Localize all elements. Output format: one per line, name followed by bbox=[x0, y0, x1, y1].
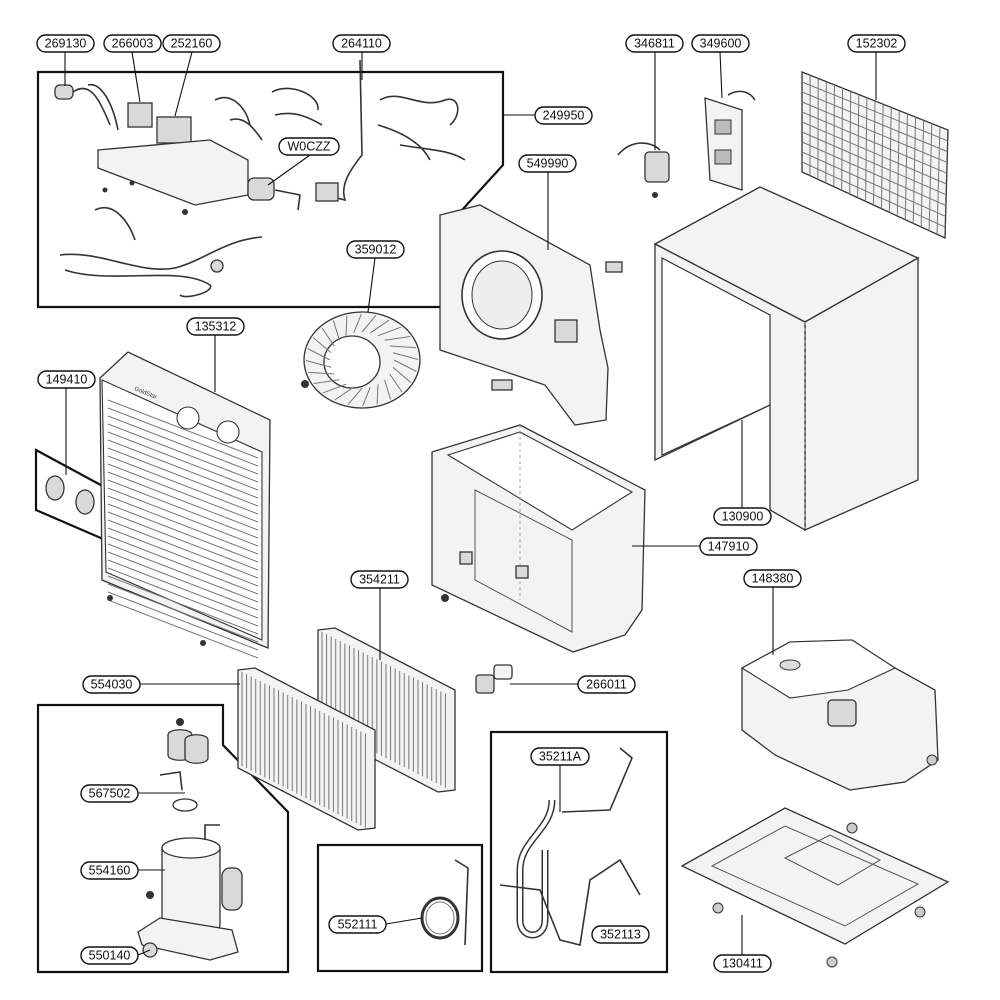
capillary-tube-552111 bbox=[420, 859, 469, 946]
svg-text:567502: 567502 bbox=[89, 787, 131, 801]
callout-550140: 550140 bbox=[80, 946, 139, 965]
base-plate-130411 bbox=[680, 807, 950, 968]
float-switch-266011 bbox=[475, 664, 513, 694]
relay-266003 bbox=[127, 102, 153, 128]
callout-149410: 149410 bbox=[37, 370, 96, 389]
drain-tube-group-box bbox=[489, 730, 669, 974]
callout-269130: 269130 bbox=[36, 34, 95, 53]
callout-labels: 269130 266003 252160 264110 346811 34960… bbox=[36, 34, 906, 973]
svg-text:269130: 269130 bbox=[45, 37, 87, 51]
callout-147910: 147910 bbox=[699, 537, 758, 556]
fan-housing-549990 bbox=[439, 204, 623, 426]
drain-pan-147910 bbox=[431, 424, 646, 653]
callout-266011: 266011 bbox=[577, 675, 636, 694]
svg-text:354211: 354211 bbox=[359, 573, 400, 587]
svg-text:554160: 554160 bbox=[89, 864, 131, 878]
callout-266003: 266003 bbox=[103, 34, 162, 53]
callout-152302: 152302 bbox=[847, 34, 906, 53]
svg-text:130411: 130411 bbox=[722, 957, 763, 971]
svg-text:266003: 266003 bbox=[112, 37, 154, 51]
callout-w0czz: W0CZZ bbox=[278, 137, 340, 156]
control-knobs-149410 bbox=[45, 475, 95, 515]
svg-text:147910: 147910 bbox=[708, 540, 750, 554]
front-panel-135312: GoldStar bbox=[99, 351, 271, 659]
callout-148380: 148380 bbox=[743, 569, 802, 588]
leader-lines bbox=[64, 51, 877, 956]
callout-352113: 352113 bbox=[591, 925, 650, 944]
compressor-group-box bbox=[36, 703, 290, 974]
humidity-knob-face bbox=[216, 420, 240, 444]
drain-tubes bbox=[499, 747, 641, 946]
callout-567502: 567502 bbox=[80, 784, 139, 803]
svg-text:359012: 359012 bbox=[355, 243, 397, 257]
svg-text:552111: 552111 bbox=[338, 918, 378, 932]
callout-359012: 359012 bbox=[346, 240, 405, 259]
control-bracket bbox=[97, 139, 249, 206]
louver-motor-346811 bbox=[617, 142, 670, 198]
blower-wheel-359012 bbox=[301, 311, 421, 409]
accumulator bbox=[221, 867, 243, 911]
terminal-block-252160 bbox=[156, 116, 192, 144]
water-bucket-148380 bbox=[740, 639, 939, 791]
wiring-kit-parts bbox=[54, 59, 466, 298]
callout-552111: 552111 bbox=[328, 915, 387, 934]
svg-text:152302: 152302 bbox=[856, 37, 898, 51]
svg-text:349600: 349600 bbox=[700, 37, 742, 51]
callout-264110: 264110 bbox=[332, 34, 391, 53]
svg-text:550140: 550140 bbox=[89, 949, 131, 963]
callout-554160: 554160 bbox=[80, 861, 139, 880]
callout-346811: 346811 bbox=[625, 34, 684, 53]
thermostat-sensor bbox=[210, 259, 224, 273]
tube-group-box bbox=[316, 843, 484, 973]
svg-text:149410: 149410 bbox=[46, 373, 88, 387]
callout-549990: 549990 bbox=[518, 154, 577, 173]
power-plug bbox=[315, 182, 339, 202]
svg-text:352113: 352113 bbox=[600, 928, 641, 942]
callout-130411: 130411 bbox=[713, 954, 772, 973]
callout-349600: 349600 bbox=[691, 34, 750, 53]
callout-252160: 252160 bbox=[162, 34, 221, 53]
svg-text:W0CZZ: W0CZZ bbox=[287, 140, 330, 154]
svg-text:35211A: 35211A bbox=[539, 750, 582, 764]
callout-554030: 554030 bbox=[82, 675, 141, 694]
svg-text:130900: 130900 bbox=[722, 510, 764, 524]
svg-text:252160: 252160 bbox=[171, 37, 213, 51]
svg-text:266011: 266011 bbox=[586, 678, 627, 692]
callout-354211: 354211 bbox=[350, 570, 409, 589]
front-knobs-group-box bbox=[34, 448, 112, 544]
callout-130900: 130900 bbox=[713, 507, 772, 526]
fan-knob-face bbox=[176, 406, 200, 430]
svg-text:549990: 549990 bbox=[527, 157, 569, 171]
svg-text:554030: 554030 bbox=[91, 678, 133, 692]
svg-text:249950: 249950 bbox=[543, 109, 585, 123]
cabinet-130900 bbox=[653, 186, 920, 532]
louver-bracket-349600 bbox=[704, 90, 756, 191]
svg-text:135312: 135312 bbox=[195, 320, 237, 334]
svg-text:148380: 148380 bbox=[752, 572, 794, 586]
callout-35211a: 35211A bbox=[530, 747, 590, 766]
thermistor-plug bbox=[54, 84, 74, 100]
callout-249950: 249950 bbox=[534, 106, 593, 125]
callout-135312: 135312 bbox=[186, 317, 245, 336]
svg-text:264110: 264110 bbox=[341, 37, 382, 51]
evaporator-coil-554030 bbox=[237, 667, 376, 831]
svg-text:346811: 346811 bbox=[634, 37, 675, 51]
air-filter-152302 bbox=[801, 71, 949, 240]
capacitor-w0czz bbox=[247, 177, 275, 201]
compressor-parts bbox=[137, 718, 243, 961]
